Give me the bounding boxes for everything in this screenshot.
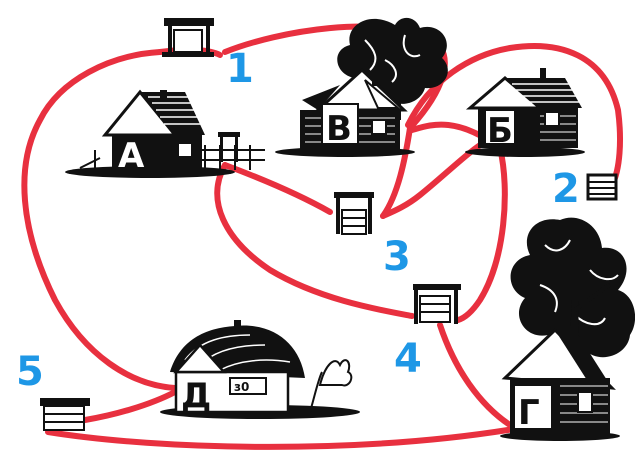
house-a: А bbox=[65, 89, 265, 178]
house-g-letter: Г bbox=[518, 393, 540, 433]
well-3-number: 3 bbox=[383, 234, 411, 280]
well-numbers: 1 2 3 4 5 bbox=[16, 46, 580, 395]
path-well-5-to-g bbox=[45, 425, 523, 450]
house-v: В bbox=[275, 67, 415, 157]
well-4 bbox=[413, 284, 461, 324]
gate-a bbox=[218, 132, 240, 162]
path-gate-to-well-4 bbox=[214, 162, 415, 319]
well-1 bbox=[162, 18, 214, 57]
well-5 bbox=[40, 398, 90, 431]
well-1-number: 1 bbox=[226, 46, 254, 92]
house-d: Д з0 bbox=[160, 320, 360, 419]
path-well-4-to-g bbox=[437, 322, 513, 428]
path-a-to-well-1 bbox=[21, 49, 178, 391]
path-b-to-well-4 bbox=[455, 145, 508, 323]
well-2-number: 2 bbox=[552, 166, 580, 212]
path-v-to-well-3 bbox=[380, 125, 413, 219]
tree-behind-g bbox=[510, 217, 635, 370]
house-g: Г bbox=[500, 326, 620, 441]
well-5-number: 5 bbox=[16, 349, 44, 395]
well-2 bbox=[586, 173, 618, 201]
house-d-window-sign: з0 bbox=[234, 380, 249, 394]
house-b-letter: Б bbox=[487, 111, 513, 151]
path-v-to-well-2 bbox=[405, 43, 623, 188]
well-4-number: 4 bbox=[394, 336, 422, 382]
house-d-letter: Д bbox=[181, 376, 211, 416]
path-well-5-to-d bbox=[82, 389, 178, 423]
house-v-letter: В bbox=[326, 109, 352, 149]
path-gate-to-well-3 bbox=[222, 162, 333, 215]
well-3 bbox=[334, 192, 374, 235]
house-a-letter: А bbox=[118, 136, 145, 176]
house-b: Б bbox=[465, 68, 585, 157]
